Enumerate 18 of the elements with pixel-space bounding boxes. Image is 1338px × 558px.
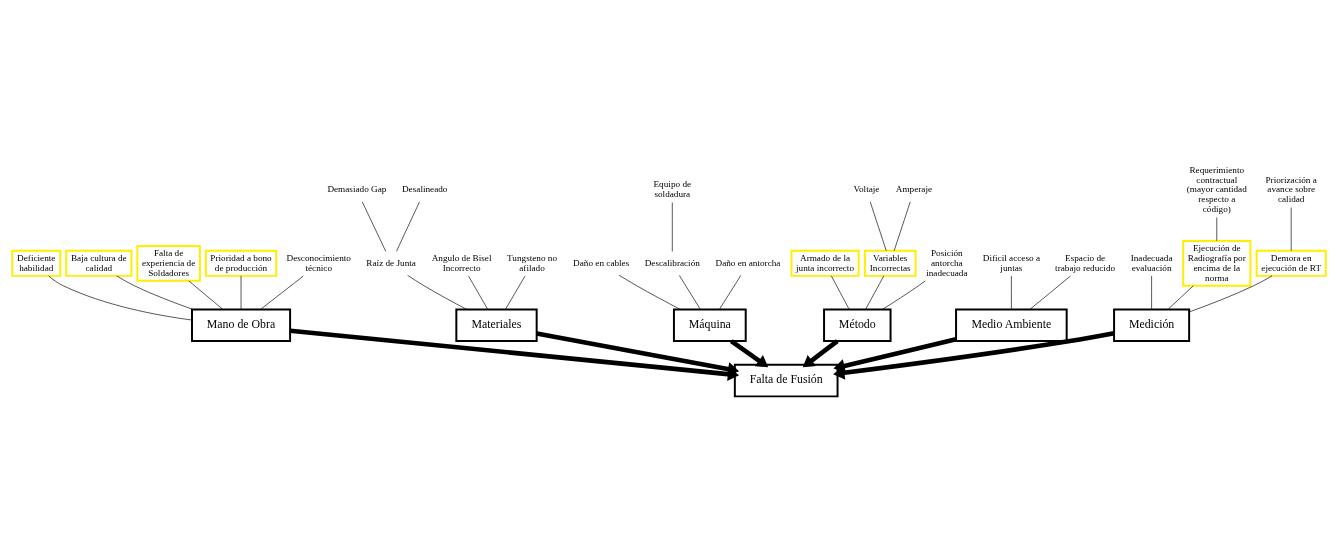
node-text: Demasiado Gap [327, 183, 387, 194]
node-text: Voltaje [853, 183, 880, 194]
node-text: Amperaje [895, 183, 933, 194]
node-text: Daño en antorcha [715, 257, 781, 268]
node-text: Tungsteno no afilado [507, 252, 558, 273]
node-text: Desconocimiento técnico [286, 252, 351, 273]
node-text: Inadecuada evaluación [1130, 252, 1173, 273]
node-text: Priorización a avance sobre calidad [1265, 174, 1317, 204]
node-text: Posición antorcha inadecuada [926, 247, 968, 278]
node-text: Descalibración [644, 257, 700, 268]
node-text: Daño en cables [573, 257, 630, 268]
node-text: Dificil acceso a juntas [982, 252, 1040, 273]
node-text: Angulo de Bisel Incorrecto [431, 252, 492, 273]
node-text: Espacio de trabajo reducido [1055, 252, 1116, 273]
node-text: Equipo de soldadura [653, 178, 692, 199]
node-text: Raíz de Junta [366, 257, 416, 268]
node-text: Desalineado [401, 183, 448, 194]
node-text: Requerimiento contractual (mayor cantidad respecto a código) [1186, 164, 1247, 214]
